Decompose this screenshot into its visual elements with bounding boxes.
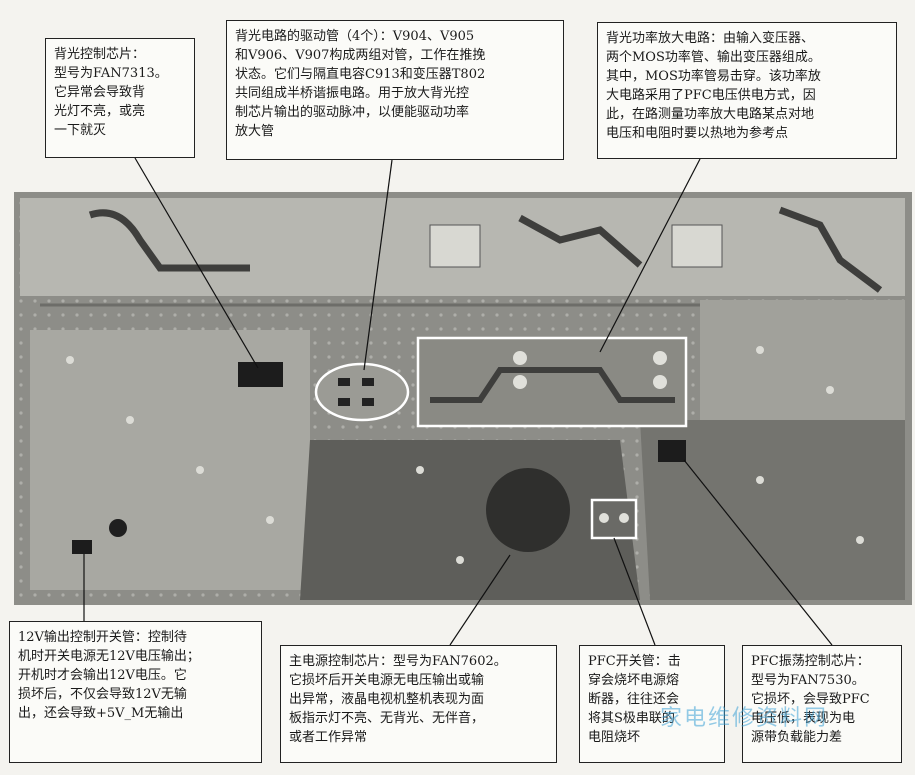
- leader-line: [613, 537, 656, 646]
- mos-pad: [513, 375, 527, 389]
- power-amp-trace: [430, 367, 675, 403]
- power-amp-highlight: [416, 336, 688, 428]
- mos-pad: [513, 351, 527, 365]
- solder-pad: [856, 536, 864, 544]
- main-chip-callout: 主电源控制芯片：型号为FAN7602。 它损坏后开关电源无电压输出或输 出异常，…: [280, 645, 557, 763]
- drive-tubes-callout: 背光电路的驱动管（4个）：V904、V905 和V906、V907构成两组对管，…: [226, 20, 564, 160]
- top-trace: [778, 206, 883, 293]
- switch-12v-component: [72, 540, 92, 554]
- solder-pad: [416, 466, 424, 474]
- mos-pad: [653, 375, 667, 389]
- leader-line: [683, 459, 833, 646]
- mos-pad: [653, 351, 667, 365]
- solder-pad: [66, 356, 74, 364]
- pfc-switch-pad: [619, 513, 629, 523]
- solder-pad: [266, 516, 274, 524]
- fan7602-chip-area: [486, 468, 570, 552]
- pfc-switch-pad: [599, 513, 609, 523]
- switch-12v-callout: 12V输出控制开关管：控制待 机时开关电源无12V电压输出； 开机时才会输出12…: [9, 621, 262, 763]
- leader-line: [363, 159, 393, 371]
- pfc-chip-callout: PFC振荡控制芯片： 型号为FAN7530。 它损坏，会导致PFC 电压低，表现…: [742, 645, 902, 763]
- solder-pad: [456, 556, 464, 564]
- solder-pad: [826, 386, 834, 394]
- backlight-chip-callout: 背光控制芯片： 型号为FAN7313。 它异常会导致背 光灯不亮，或亮 一下就灭: [45, 38, 195, 158]
- top-trace: [88, 209, 250, 272]
- pcb-dark-region: [300, 440, 640, 600]
- drive-tube: [338, 398, 350, 406]
- pfc-switch-callout: PFC开关管：击 穿会烧坏电源熔 断器，往往还会 将其S极串联的 电阻烧坏: [579, 645, 725, 763]
- component: [109, 519, 127, 537]
- solder-pad: [196, 466, 204, 474]
- solder-pad: [756, 346, 764, 354]
- pcb-dark-region: [640, 420, 905, 600]
- solder-pad: [126, 416, 134, 424]
- transformer-pad: [671, 224, 723, 268]
- pfc-switch-highlight: [590, 498, 638, 540]
- drive-tube: [338, 378, 350, 386]
- transformer-pad: [429, 224, 481, 268]
- leader-line: [599, 158, 701, 353]
- top-trace: [518, 214, 643, 268]
- fan7313-chip: [238, 362, 283, 387]
- drive-tube: [362, 398, 374, 406]
- drive-tube: [362, 378, 374, 386]
- solder-pad: [756, 476, 764, 484]
- watermark: 家电维修资料网: [660, 706, 829, 731]
- power-amp-callout: 背光功率放大电路：由输入变压器、 两个MOS功率管、输出变压器组成。 其中，MO…: [597, 22, 897, 159]
- leader-line: [449, 554, 511, 646]
- pcb-right-area: [700, 300, 905, 420]
- drive-tubes-highlight: [314, 362, 410, 422]
- leader-line: [134, 157, 259, 369]
- pfc-chip: [658, 440, 686, 462]
